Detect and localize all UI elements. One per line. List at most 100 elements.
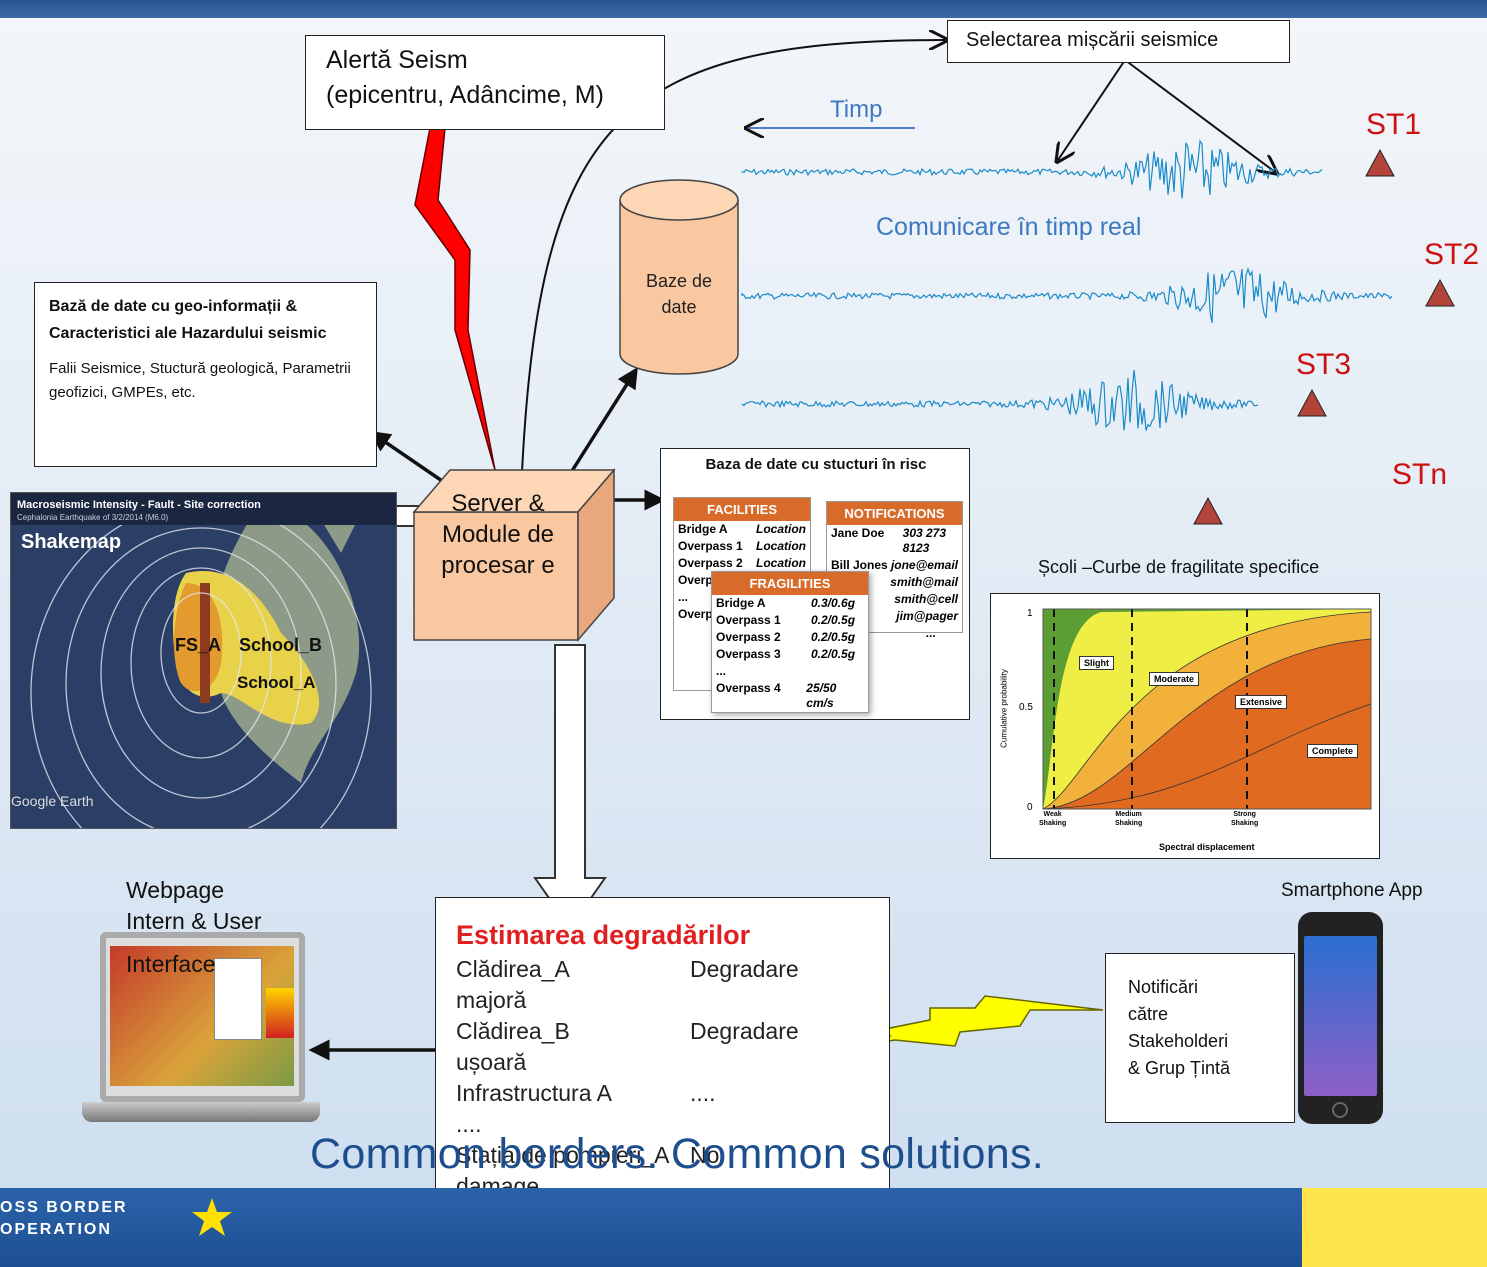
- shakemap-label-school-a: School_A: [237, 673, 316, 692]
- footer-line2: OPERATION: [0, 1221, 112, 1238]
- shakemap-label-fs-a: FS_A: [175, 635, 222, 655]
- notifications-cell: 303 273 8123: [902, 526, 947, 555]
- notifications-line3: Stakeholderi: [1128, 1031, 1229, 1051]
- estimation-cell: Stația de pompieri_A: [456, 1142, 670, 1168]
- webpage-label-line1: Webpage: [126, 877, 225, 903]
- notifications-cell: Bill Jones: [831, 558, 888, 572]
- facilities-row: Overp: [674, 572, 810, 589]
- footer-logo-text: OSS BORDER OPERATION: [0, 1197, 128, 1241]
- notifications-cell: smith@cell: [894, 592, 958, 606]
- footer-line1: OSS BORDER: [0, 1199, 128, 1216]
- estimation-cell: Infrastructura A: [456, 1080, 612, 1106]
- slogan: Common borders. Common solutions.: [310, 1130, 1045, 1178]
- alert-params: (epicentru, Adâncime, M): [326, 81, 604, 109]
- facilities-cell: Location: [756, 522, 806, 536]
- alert-lightning: [414, 127, 496, 471]
- fragilities-cell: 0.2/0.5g: [811, 630, 856, 644]
- fragility-state-slight: Slight: [1079, 656, 1114, 670]
- structures-db-box: Baza de date cu stucturi în risc FACILIT…: [660, 448, 970, 720]
- smartphone-label: Smartphone App: [1281, 880, 1423, 901]
- waveform-trace: [741, 266, 1393, 324]
- notifications-line4: & Grup Țintă: [1128, 1058, 1231, 1078]
- smartphone-graphic: [1298, 912, 1383, 1124]
- geo-db-box: Bază de date cu geo-informații & Caracte…: [34, 282, 377, 467]
- laptop-legend: [266, 988, 294, 1038]
- notifications-row: smith@mail: [827, 574, 962, 591]
- estimation-cell: Clădirea_A: [456, 956, 570, 982]
- estimation-row: majoră: [456, 985, 889, 1016]
- laptop-screen: [100, 932, 305, 1102]
- server-label: Server & Module de procesar e: [441, 490, 555, 579]
- select-arrow-right: [1124, 59, 1275, 172]
- smartphone-screen: [1304, 936, 1377, 1096]
- sensor-st2: [1425, 278, 1455, 307]
- facilities-cell: Location: [756, 556, 806, 570]
- webpage-label: Webpage Intern & User: [126, 875, 262, 937]
- sensor-st3: [1297, 388, 1327, 417]
- fragilities-cell: Overpass 3: [716, 647, 781, 661]
- fragility-xlabel: Spectral displacement: [1159, 842, 1255, 852]
- top-bar: [0, 0, 1487, 18]
- database-label-line2: date: [661, 297, 697, 317]
- geo-db-title: Bază de date cu geo-informații & Caracte…: [49, 298, 327, 342]
- notifications-row: ...: [827, 625, 962, 642]
- star-icon: [192, 1198, 232, 1236]
- estimation-cell: ....: [690, 1080, 716, 1106]
- fragilities-cell: 0.3/0.6g: [811, 596, 856, 610]
- facilities-row: Bridge A Location: [674, 521, 810, 538]
- facilities-cell: ...: [678, 590, 689, 604]
- alert-box: Alertă Seism (epicentru, Adâncime, M): [305, 35, 665, 130]
- fragilities-cell: Bridge A: [716, 596, 766, 610]
- selection-box: Selectarea mișcării seismice: [947, 20, 1290, 63]
- estimation-cell: Degradare: [690, 956, 799, 982]
- notifications-row: smith@cell: [827, 591, 962, 608]
- fragilities-cell: ...: [716, 664, 727, 678]
- structures-db-title: Baza de date cu stucturi în risc: [705, 456, 927, 473]
- laptop-screen-map: [110, 946, 294, 1086]
- fragilities-row: ...: [712, 663, 868, 680]
- notifications-row: jim@pager: [827, 608, 962, 625]
- facilities-cell: Location: [756, 539, 806, 553]
- laptop-popup: [214, 958, 262, 1040]
- facilities-cell: Overpass 2: [678, 556, 743, 570]
- notifications-cell: jim@pager: [896, 609, 958, 623]
- estimation-cell: Degradare: [690, 1018, 799, 1044]
- fragility-ytick-1: 1: [1027, 608, 1033, 619]
- fragilities-header: FRAGILITIES: [712, 572, 868, 595]
- select-arrow-left: [1058, 59, 1126, 160]
- laptop-base: [82, 1102, 320, 1122]
- server-cube-side: [577, 467, 615, 643]
- shakemap-header-bar: [11, 493, 396, 525]
- fragilities-row: Overpass 3 0.2/0.5g: [712, 646, 868, 663]
- facilities-row: Overpass 2 Location: [674, 555, 810, 572]
- shakemap-image: Macroseismic Intensity - Fault - Site co…: [10, 492, 397, 829]
- footer-yellow-block: [1302, 1188, 1487, 1267]
- fragility-ylabel: Cumulative probability: [999, 669, 1009, 748]
- facilities-cell: Overp: [678, 607, 713, 621]
- fragility-ytick-0: 0: [1027, 802, 1033, 813]
- fragility-ytick-05: 0.5: [1019, 702, 1033, 713]
- sensor-label-stn: STn: [1392, 458, 1448, 491]
- waveform-trace: [741, 369, 1259, 431]
- shakemap-watermark: Google Earth: [11, 793, 94, 809]
- facilities-cell: Bridge A: [678, 522, 728, 536]
- fragilities-row: Bridge A 0.3/0.6g: [712, 595, 868, 612]
- shakemap-subheader: Cephalonia Earthquake of 3/2/2014 (M6.0): [17, 513, 169, 522]
- notifications-line1: Notificări: [1128, 977, 1199, 997]
- footer-bar: [0, 1188, 1487, 1267]
- fragility-state-extensive: Extensive: [1235, 695, 1288, 709]
- communication-label: Comunicare în timp real: [876, 213, 1142, 241]
- sensor-label-st2: ST2: [1424, 238, 1480, 271]
- sensor-stn: [1193, 496, 1223, 525]
- fragilities-cell: 0.2/0.5g: [811, 647, 856, 661]
- fragility-state-complete: Complete: [1307, 744, 1359, 758]
- notifications-cell: Jane Doe: [831, 526, 885, 540]
